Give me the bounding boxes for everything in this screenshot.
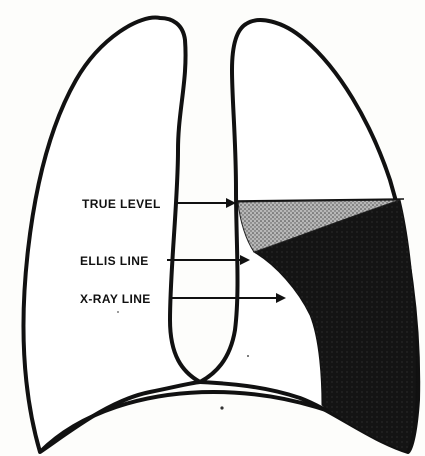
label-true-level: TRUE LEVEL	[82, 197, 161, 211]
print-speck	[220, 406, 223, 409]
label-xray-line: X-RAY LINE	[80, 292, 151, 306]
label-ellis-line: ELLIS LINE	[80, 254, 149, 268]
print-speck	[247, 355, 249, 357]
true-level-arrow	[176, 198, 236, 208]
left-lung-outline	[24, 18, 200, 452]
print-speck	[117, 311, 119, 313]
